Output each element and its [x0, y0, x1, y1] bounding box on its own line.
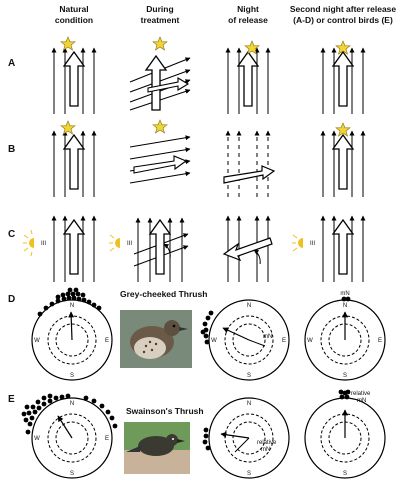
- c-bars-label: III: [127, 241, 132, 247]
- row-c: III III: [23, 216, 363, 282]
- relative-mn-label: relative: [257, 440, 277, 446]
- compass-s: S: [343, 373, 347, 379]
- row-a: [54, 36, 363, 114]
- compass-n: N: [70, 401, 74, 407]
- a-release: [228, 40, 268, 114]
- row-b: [54, 119, 363, 197]
- star-icon: [60, 36, 76, 51]
- compass-s: S: [247, 471, 251, 477]
- compass-s: S: [70, 373, 74, 379]
- header-during-treatment-2: treatment: [141, 15, 180, 25]
- c-release: [222, 216, 273, 282]
- compass-w: W: [211, 338, 217, 344]
- bird-photo-grey-cheeked: [120, 310, 192, 368]
- compass-e: E: [105, 338, 109, 344]
- compass-n: N: [70, 303, 74, 309]
- row-label-d: D: [8, 294, 15, 305]
- row-label-a: A: [8, 58, 15, 69]
- compass-w: W: [34, 436, 40, 442]
- orientation-dots: [338, 389, 351, 400]
- c-natural: III: [23, 216, 94, 282]
- row-d: N S W E Grey-cheeked Thrush: [31, 287, 386, 381]
- star-icon: [152, 36, 168, 51]
- orientation-dots: [200, 310, 214, 345]
- b-release: [223, 130, 276, 197]
- compass-w: W: [34, 338, 40, 344]
- row-e: N S W E Swainson's Thrush: [21, 389, 386, 479]
- mn-label: mN: [357, 398, 366, 404]
- row-label-c: C: [8, 229, 15, 240]
- relative-mn-label-2: mN: [261, 447, 270, 453]
- row-label-b: B: [8, 144, 15, 155]
- b-second-night: [323, 122, 363, 197]
- sun-icon: [292, 234, 303, 252]
- a-treatment: [129, 36, 191, 111]
- e-circle-natural: N S W E: [21, 393, 118, 479]
- header-second-night: Second night after release: [290, 4, 397, 14]
- d-circle-second-night: mN N S W E: [304, 291, 386, 381]
- a-natural: [54, 36, 94, 114]
- c-bars-label: III: [41, 241, 46, 247]
- bird-photo-swainsons: [124, 422, 190, 474]
- sun-icon: [109, 234, 120, 252]
- compass-e: E: [378, 338, 382, 344]
- species-label-grey-cheeked: Grey-cheeked Thrush: [120, 289, 207, 299]
- compass-e: E: [105, 436, 109, 442]
- compass-s: S: [247, 373, 251, 379]
- header-during-treatment: During: [146, 4, 173, 14]
- header-night-of-release: Night: [237, 4, 259, 14]
- compass-s: S: [343, 471, 347, 477]
- orientation-dots: [37, 287, 102, 317]
- orientation-dots: [341, 296, 351, 302]
- compass-s: S: [70, 471, 74, 477]
- species-label-swainsons: Swainson's Thrush: [126, 406, 204, 416]
- c-bars-label: III: [310, 241, 315, 247]
- compass-w: W: [307, 338, 313, 344]
- header-second-night-2: (A-D) or control birds (E): [293, 15, 393, 25]
- orientation-dots: [21, 393, 118, 435]
- compass-e: E: [282, 338, 286, 344]
- star-icon: [60, 120, 76, 135]
- orientation-dots: [202, 427, 211, 451]
- header-night-of-release-2: of release: [228, 15, 268, 25]
- compass-n: N: [247, 303, 251, 309]
- a-second-night: [323, 40, 363, 114]
- c-treatment: III: [109, 217, 189, 282]
- b-treatment: [129, 119, 191, 184]
- b-natural: [54, 120, 94, 197]
- mn-label: mN: [340, 291, 349, 297]
- d-circle-release: N S W E mN: [200, 299, 290, 381]
- e-circle-release: N S relative mN: [202, 397, 290, 479]
- row-label-e: E: [8, 394, 15, 405]
- mn-label: mN: [263, 334, 272, 340]
- e-circle-second-night: relative mN S: [304, 389, 386, 479]
- sun-icon: [23, 229, 34, 257]
- d-circle-natural: N S W E: [31, 287, 113, 381]
- relative-label: relative: [351, 391, 371, 397]
- header-natural-condition-2: condition: [55, 15, 93, 25]
- header-natural-condition: Natural: [59, 4, 88, 14]
- star-icon: [152, 119, 168, 134]
- compass-n: N: [343, 303, 347, 309]
- compass-n: N: [247, 401, 251, 407]
- c-second-night: III: [292, 216, 363, 282]
